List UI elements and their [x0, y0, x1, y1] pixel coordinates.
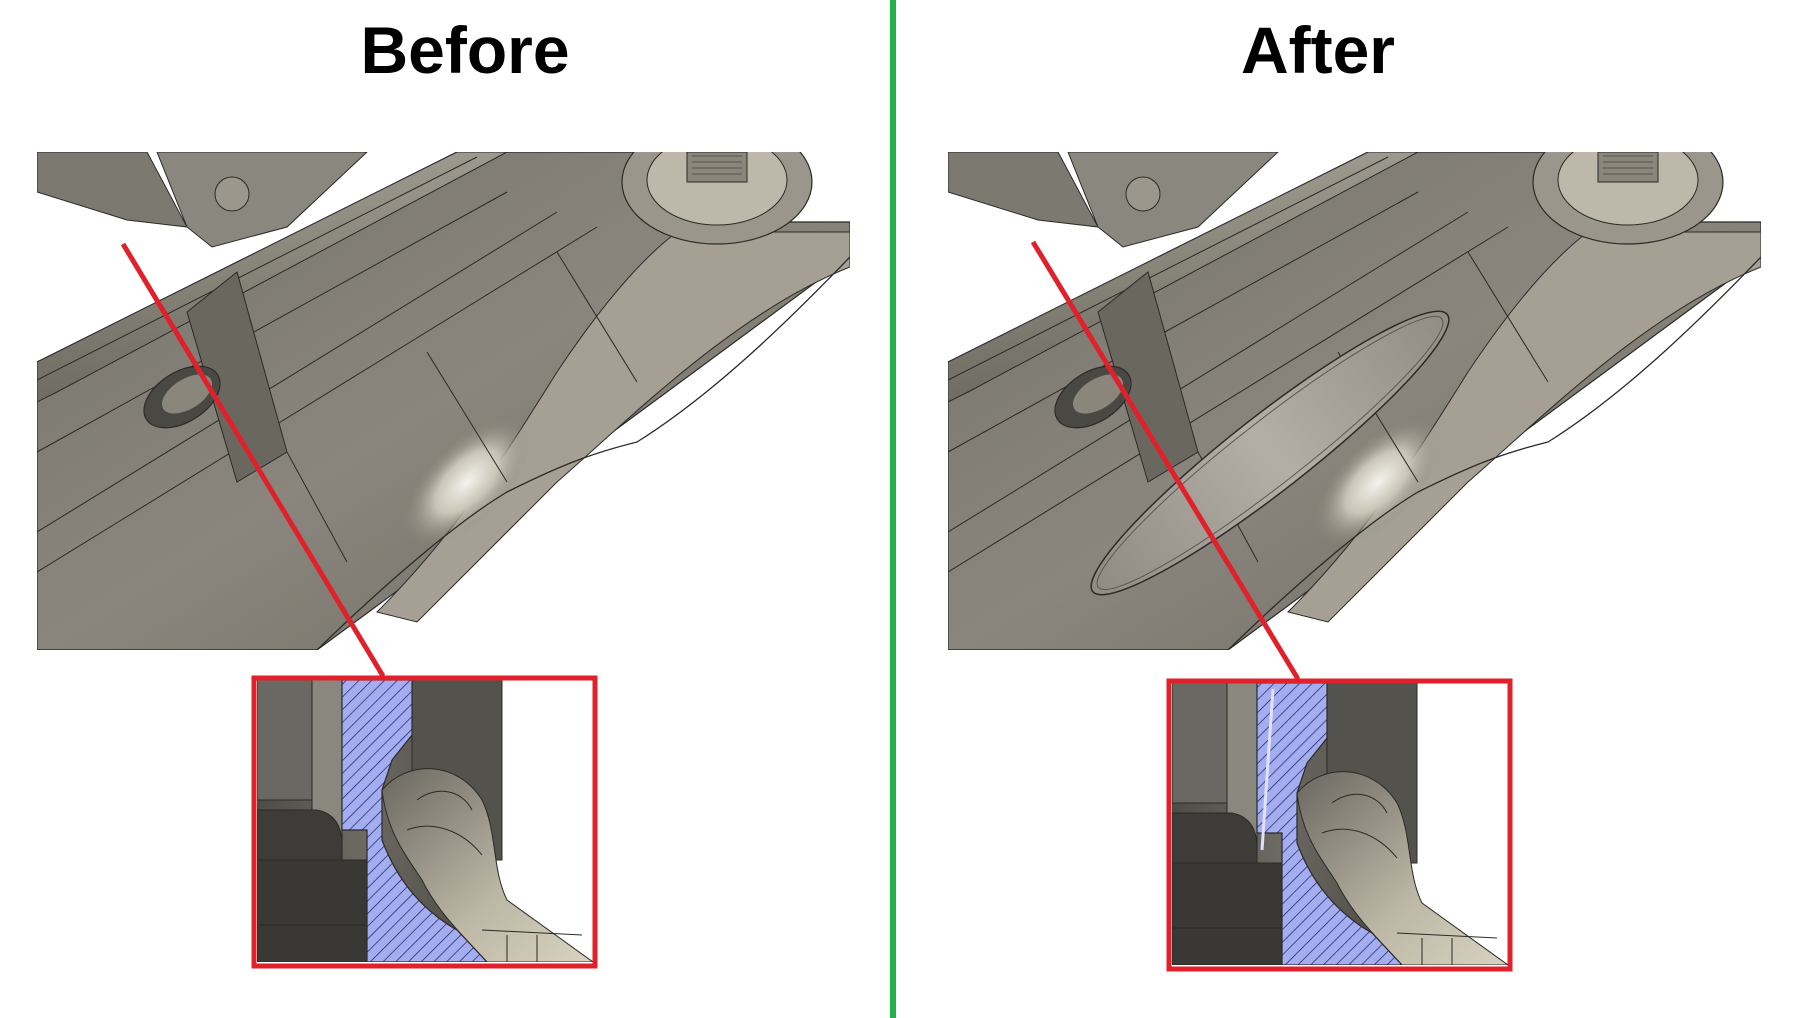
after-section-line [1030, 240, 1301, 681]
after-section-inset [1172, 683, 1508, 965]
before-callout-box [251, 675, 598, 969]
before-section-line [120, 242, 386, 678]
after-callout-box [1166, 678, 1513, 972]
after-panel: After [898, 0, 1798, 1018]
after-part-view [948, 152, 1761, 650]
after-title: After [1240, 13, 1395, 87]
after-pocket-cutout [1090, 310, 1450, 596]
panel-divider [890, 0, 896, 1018]
before-panel: Before [0, 0, 890, 1018]
before-title: Before [360, 13, 570, 87]
before-part-view [37, 152, 850, 650]
before-section-inset [257, 680, 593, 962]
